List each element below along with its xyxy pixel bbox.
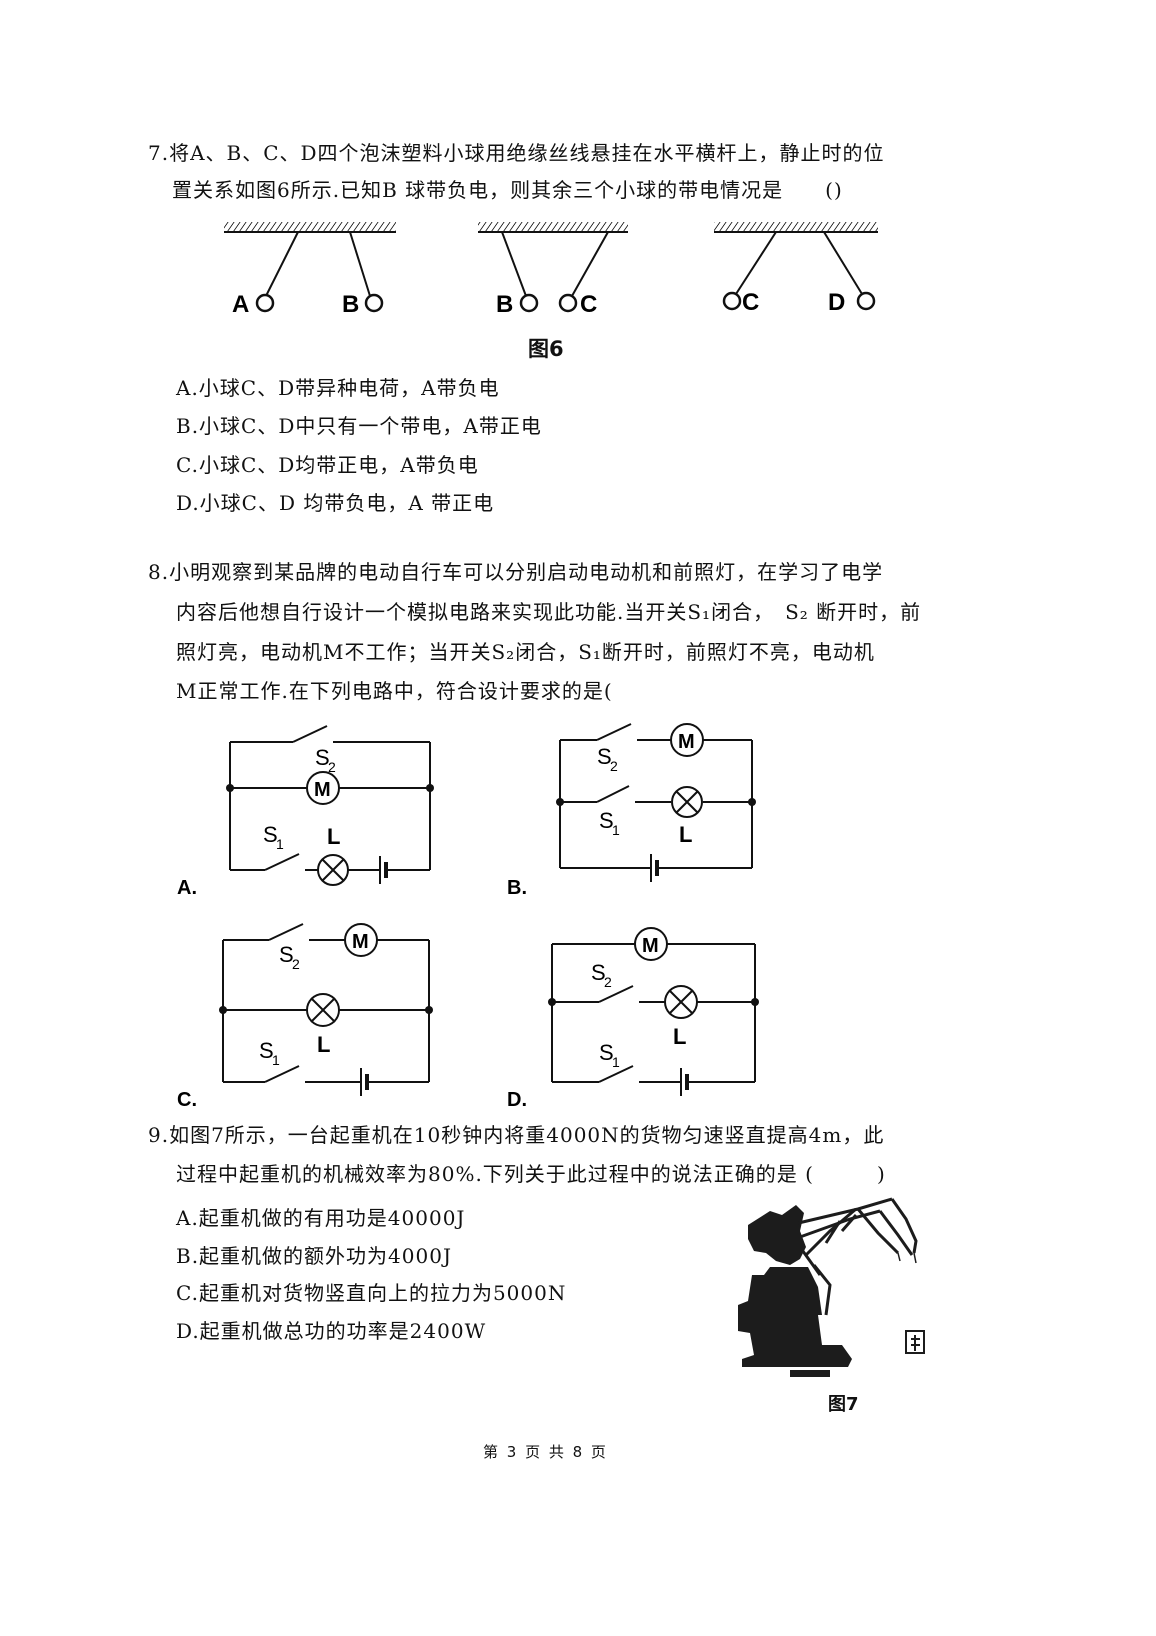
ball-c xyxy=(722,291,742,311)
ball-label-a: A xyxy=(232,291,249,318)
circuit-d[interactable]: M S 2 S 1 L D. xyxy=(505,920,795,1115)
circuit-d-label: D. xyxy=(507,1089,527,1111)
lamp-label: L xyxy=(673,1024,686,1049)
motor-icon xyxy=(670,723,704,757)
circuit-b-label: B. xyxy=(507,877,527,899)
switch-s2-label: S xyxy=(279,942,294,967)
switch-s1-subscript: 1 xyxy=(612,1054,620,1070)
junction-dot xyxy=(556,798,564,806)
ball-d xyxy=(856,291,876,311)
q7-option-a[interactable]: A.小球C、D带异种电荷，A带负电 xyxy=(176,376,500,400)
q7-stem-line2: 置关系如图6所示.已知B 球带负电，则其余三个小球的带电情况是 () xyxy=(172,178,843,202)
junction-dot xyxy=(751,998,759,1006)
page-footer: 第 3 页 共 8 页 xyxy=(483,1443,608,1461)
switch-s2-label: S xyxy=(591,960,606,985)
lamp-label: L xyxy=(317,1032,330,1057)
motor-symbol: M xyxy=(352,931,369,953)
ball-label-b: B xyxy=(342,291,359,318)
ball-c xyxy=(558,293,578,313)
horizontal-bar xyxy=(224,222,396,232)
junction-dot xyxy=(425,1006,433,1014)
switch-s1-label: S xyxy=(263,822,278,847)
q9-stem-line1: 9.如图7所示，一台起重机在10秒钟内将重4000N的货物匀速竖直提高4m，此 xyxy=(148,1123,885,1147)
junction-dot xyxy=(426,784,434,792)
motor-symbol: M xyxy=(642,935,659,957)
switch-s2-subscript: 2 xyxy=(328,759,336,775)
small-figure-mark xyxy=(905,1330,925,1354)
switch-s1-subscript: 1 xyxy=(272,1052,280,1068)
ball-pair-c-d: C D xyxy=(714,222,878,316)
switch-s1-label: S xyxy=(599,808,614,833)
circuit-a-label: A. xyxy=(177,877,197,899)
q8-stem-line3: 照灯亮，电动机M不工作；当开关S₂闭合，S₁断开时，前照灯不亮，电动机 xyxy=(176,640,875,664)
circuit-b[interactable]: M S 2 S 1 L B. xyxy=(505,720,795,905)
circuit-c-label: C. xyxy=(177,1089,197,1111)
q9-option-a[interactable]: A.起重机做的有用功是40000J xyxy=(176,1206,466,1230)
ball-pair-b-c: B C xyxy=(478,222,628,318)
switch-s1-subscript: 1 xyxy=(276,836,284,852)
q8-stem-line4: M正常工作.在下列电路中，符合设计要求的是( xyxy=(176,679,613,703)
switch-s2-label: S xyxy=(315,745,330,770)
motor-symbol: M xyxy=(314,779,331,801)
switch-s1-label: S xyxy=(599,1040,614,1065)
ball-label-c: C xyxy=(580,291,597,318)
q9-option-d[interactable]: D.起重机做总功的功率是2400W xyxy=(176,1319,487,1343)
motor-icon xyxy=(344,923,378,957)
lamp-label: L xyxy=(327,824,340,849)
motor-icon xyxy=(634,927,668,961)
switch-s1-label: S xyxy=(259,1038,274,1063)
ball-label-d: D xyxy=(828,289,845,316)
q8-stem-line2: 内容后他想自行设计一个模拟电路来实现此功能.当开关S₁闭合， S₂ 断开时，前 xyxy=(176,600,922,624)
ball-pair-a-b: A B xyxy=(224,222,396,318)
crane-icon xyxy=(738,1197,925,1377)
junction-dot xyxy=(219,1006,227,1014)
q7-stem-line1: 7.将A、B、C、D四个泡沫塑料小球用绝缘丝线悬挂在水平横杆上，静止时的位 xyxy=(148,141,885,165)
ball-b xyxy=(519,293,539,313)
switch-s2-subscript: 2 xyxy=(292,956,300,972)
junction-dot xyxy=(548,998,556,1006)
motor-icon xyxy=(306,771,340,805)
junction-dot xyxy=(226,784,234,792)
q9-stem-line2: 过程中起重机的机械效率为80%.下列关于此过程中的说法正确的是 ( ) xyxy=(176,1162,886,1186)
ball-b xyxy=(364,293,384,313)
ball-label-b: B xyxy=(496,291,513,318)
q7-option-b[interactable]: B.小球C、D中只有一个带电，A带正电 xyxy=(176,414,542,438)
junction-dot xyxy=(748,798,756,806)
q9-option-b[interactable]: B.起重机做的额外功为4000J xyxy=(176,1244,452,1268)
ball-a xyxy=(255,293,275,313)
ball-label-c: C xyxy=(742,289,759,316)
figure-7-caption: 图7 xyxy=(828,1394,859,1415)
switch-s2-subscript: 2 xyxy=(610,758,618,774)
horizontal-bar xyxy=(478,222,628,232)
q8-stem-line1: 8.小明观察到某品牌的电动自行车可以分别启动电动机和前照灯，在学习了电学 xyxy=(148,560,884,584)
horizontal-bar xyxy=(714,222,878,232)
circuit-c[interactable]: M S 2 S 1 L C. xyxy=(175,920,465,1115)
q7-option-c[interactable]: C.小球C、D均带正电，A带负电 xyxy=(176,453,479,477)
motor-symbol: M xyxy=(678,731,695,753)
circuit-a[interactable]: M S 2 S 1 L A. xyxy=(175,720,465,905)
figure-6-caption: 图6 xyxy=(528,337,564,361)
q7-option-d[interactable]: D.小球C、D 均带负电，A 带正电 xyxy=(176,491,495,515)
switch-s1-subscript: 1 xyxy=(612,822,620,838)
lamp-label: L xyxy=(679,822,692,847)
q9-option-c[interactable]: C.起重机对货物竖直向上的拉力为5000N xyxy=(176,1281,567,1305)
switch-s2-subscript: 2 xyxy=(604,974,612,990)
figure-6-hanging-balls: A B B C C D xyxy=(224,222,878,318)
switch-s2-label: S xyxy=(597,744,612,769)
